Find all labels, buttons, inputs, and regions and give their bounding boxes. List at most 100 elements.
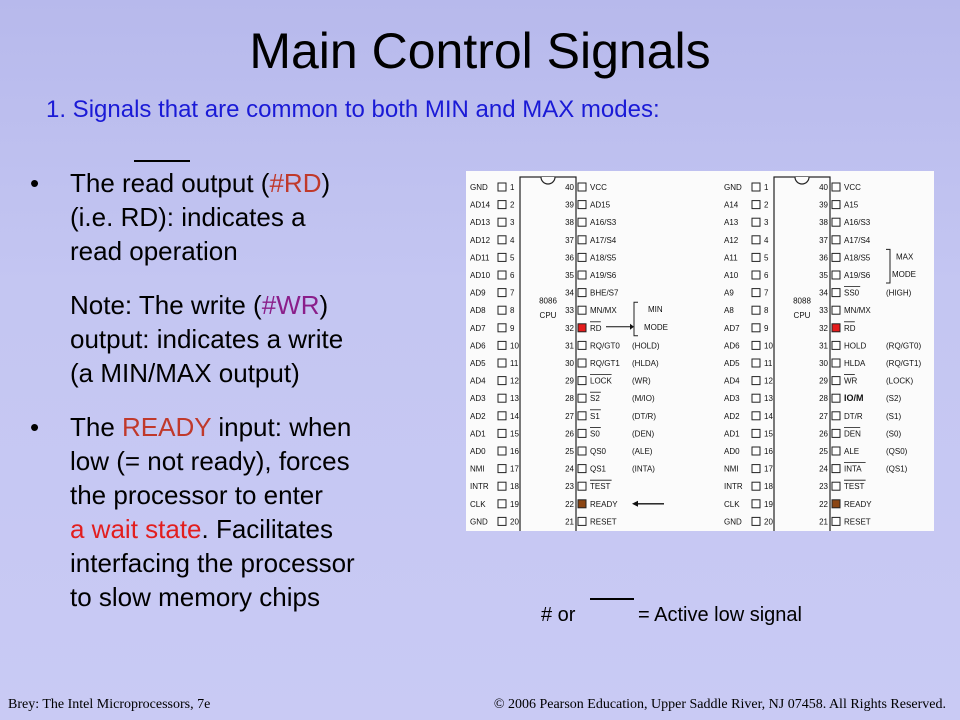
note-code-wr: #WR [261,290,320,320]
chip8088-pin-left [751,235,761,245]
chip8088-pin-number-left: 2 [764,201,769,210]
chip8088-pin-number-right: 40 [819,183,828,192]
chip8086-pin-number-left: 19 [510,500,519,509]
b1-text-post: ) [321,168,331,198]
chip8086-pin-number-right: 27 [565,412,574,421]
chip8086-pin-number-right: 23 [565,482,574,491]
b2-line2: low (= not ready), forces [70,446,350,476]
chip8086-pin-number-right: 30 [565,359,574,368]
chip8088-pin-number-left: 11 [764,359,773,368]
chip8088-pin-alt-label: (QS0) [886,447,908,456]
chip8088-pin-right [831,305,841,315]
chip8086-pin-left [497,200,507,210]
chip8086-pin-number-right: 32 [565,324,574,333]
legend-left: # or [541,604,576,626]
bullet-ready-input: The READY input: when low (= not ready),… [70,410,430,614]
chip8088-chip-sub: CPU [794,311,811,320]
chip8086-pin-number-right: 25 [565,447,574,456]
legend-right: = Active low signal [638,604,802,626]
chip8086-pin-number-right: 26 [565,429,574,438]
chip8086-pin-label-right: A16/S3 [590,218,617,227]
chip8088-pin-label-left: A11 [724,253,738,262]
chip8086-pin-number-left: 5 [510,253,515,262]
chip8086-pin-number-left: 4 [510,236,515,245]
chip8086-pin-right [577,464,587,474]
chip8086-pin-alt-label: (M/IO) [632,394,655,403]
chip8086-pin-number-right: 35 [565,271,574,280]
chip8088-pin-label-left: GND [724,183,742,192]
chip8086-pin-number-right: 36 [565,253,574,262]
b2-line5: interfacing the processor [70,548,355,578]
chip8088-pin-alt-label: (HIGH) [886,289,912,298]
chip8088-pin-label-left: A13 [724,218,739,227]
b2-line6: to slow memory chips [70,582,320,612]
chip8086-notch [540,176,556,185]
chip8086-pin-number-left: 20 [510,517,519,526]
chip8086-pin-right [577,376,587,386]
chip8086-pin-right [577,499,587,509]
chip8086-pin-right [577,340,587,350]
chip8086-pin-label-right: S0 [590,429,600,438]
chip8086-pin-label-right: A18/S5 [590,253,617,262]
chip8088-body [773,176,831,534]
chip8086-pin-left [497,252,507,262]
chip8088-pin-right [831,358,841,368]
chip8088-pin-left [751,516,761,526]
chip8086-pin-label-right: VCC [590,183,607,192]
chip8086-pin-number-left: 13 [510,394,519,403]
max-mode-label-2: MODE [892,270,916,279]
chip8086-pin-left [497,358,507,368]
chip8088-pin-right [831,288,841,298]
chip8088-pin-label-right: TEST [844,482,865,491]
chip8088-pin-right [831,446,841,456]
chip8086-pin-label-right: A19/S6 [590,271,617,280]
chip8088-pin-alt-label: (S1) [886,412,901,421]
chip8086-pin-label-right: S2 [590,394,600,403]
chip8086-pin-label-right: RQ/GT0 [590,341,620,350]
chip8086-pin-right [577,288,587,298]
chip8088-pin-number-right: 24 [819,465,828,474]
min-mode-label-1: MIN [648,305,663,314]
chip8088-pin-number-right: 35 [819,271,828,280]
chip8088-pin-label-right: A17/S4 [844,236,871,245]
chip8086-pin-label-right: READY [590,500,618,509]
chip8086-pin-left [497,411,507,421]
chip8086-pin-number-left: 17 [510,465,519,474]
chip8088-pin-number-right: 33 [819,306,828,315]
chip8088-pin-number-left: 3 [764,218,769,227]
chip8088-pin-number-left: 14 [764,412,773,421]
chip8086-pin-number-right: 40 [565,183,574,192]
chip8088-pin-right [831,516,841,526]
chip8088-pin-number-right: 32 [819,324,828,333]
chip8086-pin-label-left: AD10 [470,271,491,280]
note-line3: (a MIN/MAX output) [70,358,300,388]
chip8088-pin-label-right: SS0 [844,289,860,298]
chip8088-pin-label-left: AD7 [724,324,740,333]
chip8088-pin-number-left: 8 [764,306,769,315]
min-mode-label-2: MODE [644,323,668,332]
chip8086-pin-right [577,323,587,333]
b1-line2: (i.e. RD): indicates a [70,202,306,232]
chip8088-pin-label-left: INTR [724,482,743,491]
read-overbar [134,160,190,162]
chip8088-pin-left [751,182,761,192]
slide-subtitle: 1. Signals that are common to both MIN a… [46,96,660,123]
bullet-marker: • [30,412,40,442]
min-mode-bracket [633,301,638,337]
chip8086-pin-label-right: TEST [590,482,611,491]
chip8088-pin-right [831,464,841,474]
chip8088-pin-label-right: READY [844,500,872,509]
chip8086-pin-right [577,182,587,192]
chip8088-pin-left [751,340,761,350]
chip8086-pin-label-left: AD6 [470,341,486,350]
chip8086-pin-alt-label: (ALE) [632,447,653,456]
chip8086-pin-label-left: INTR [470,482,489,491]
chip8086-pin-right [577,428,587,438]
chip8086-pin-number-right: 33 [565,306,574,315]
chip8086-pin-alt-label: (HLDA) [632,359,659,368]
chip8088-pin-left [751,499,761,509]
chip8088-pin-left [751,411,761,421]
chip8086-pin-left [497,182,507,192]
chip8088-pin-label-left: AD4 [724,377,740,386]
chip8086-pin-right [577,358,587,368]
